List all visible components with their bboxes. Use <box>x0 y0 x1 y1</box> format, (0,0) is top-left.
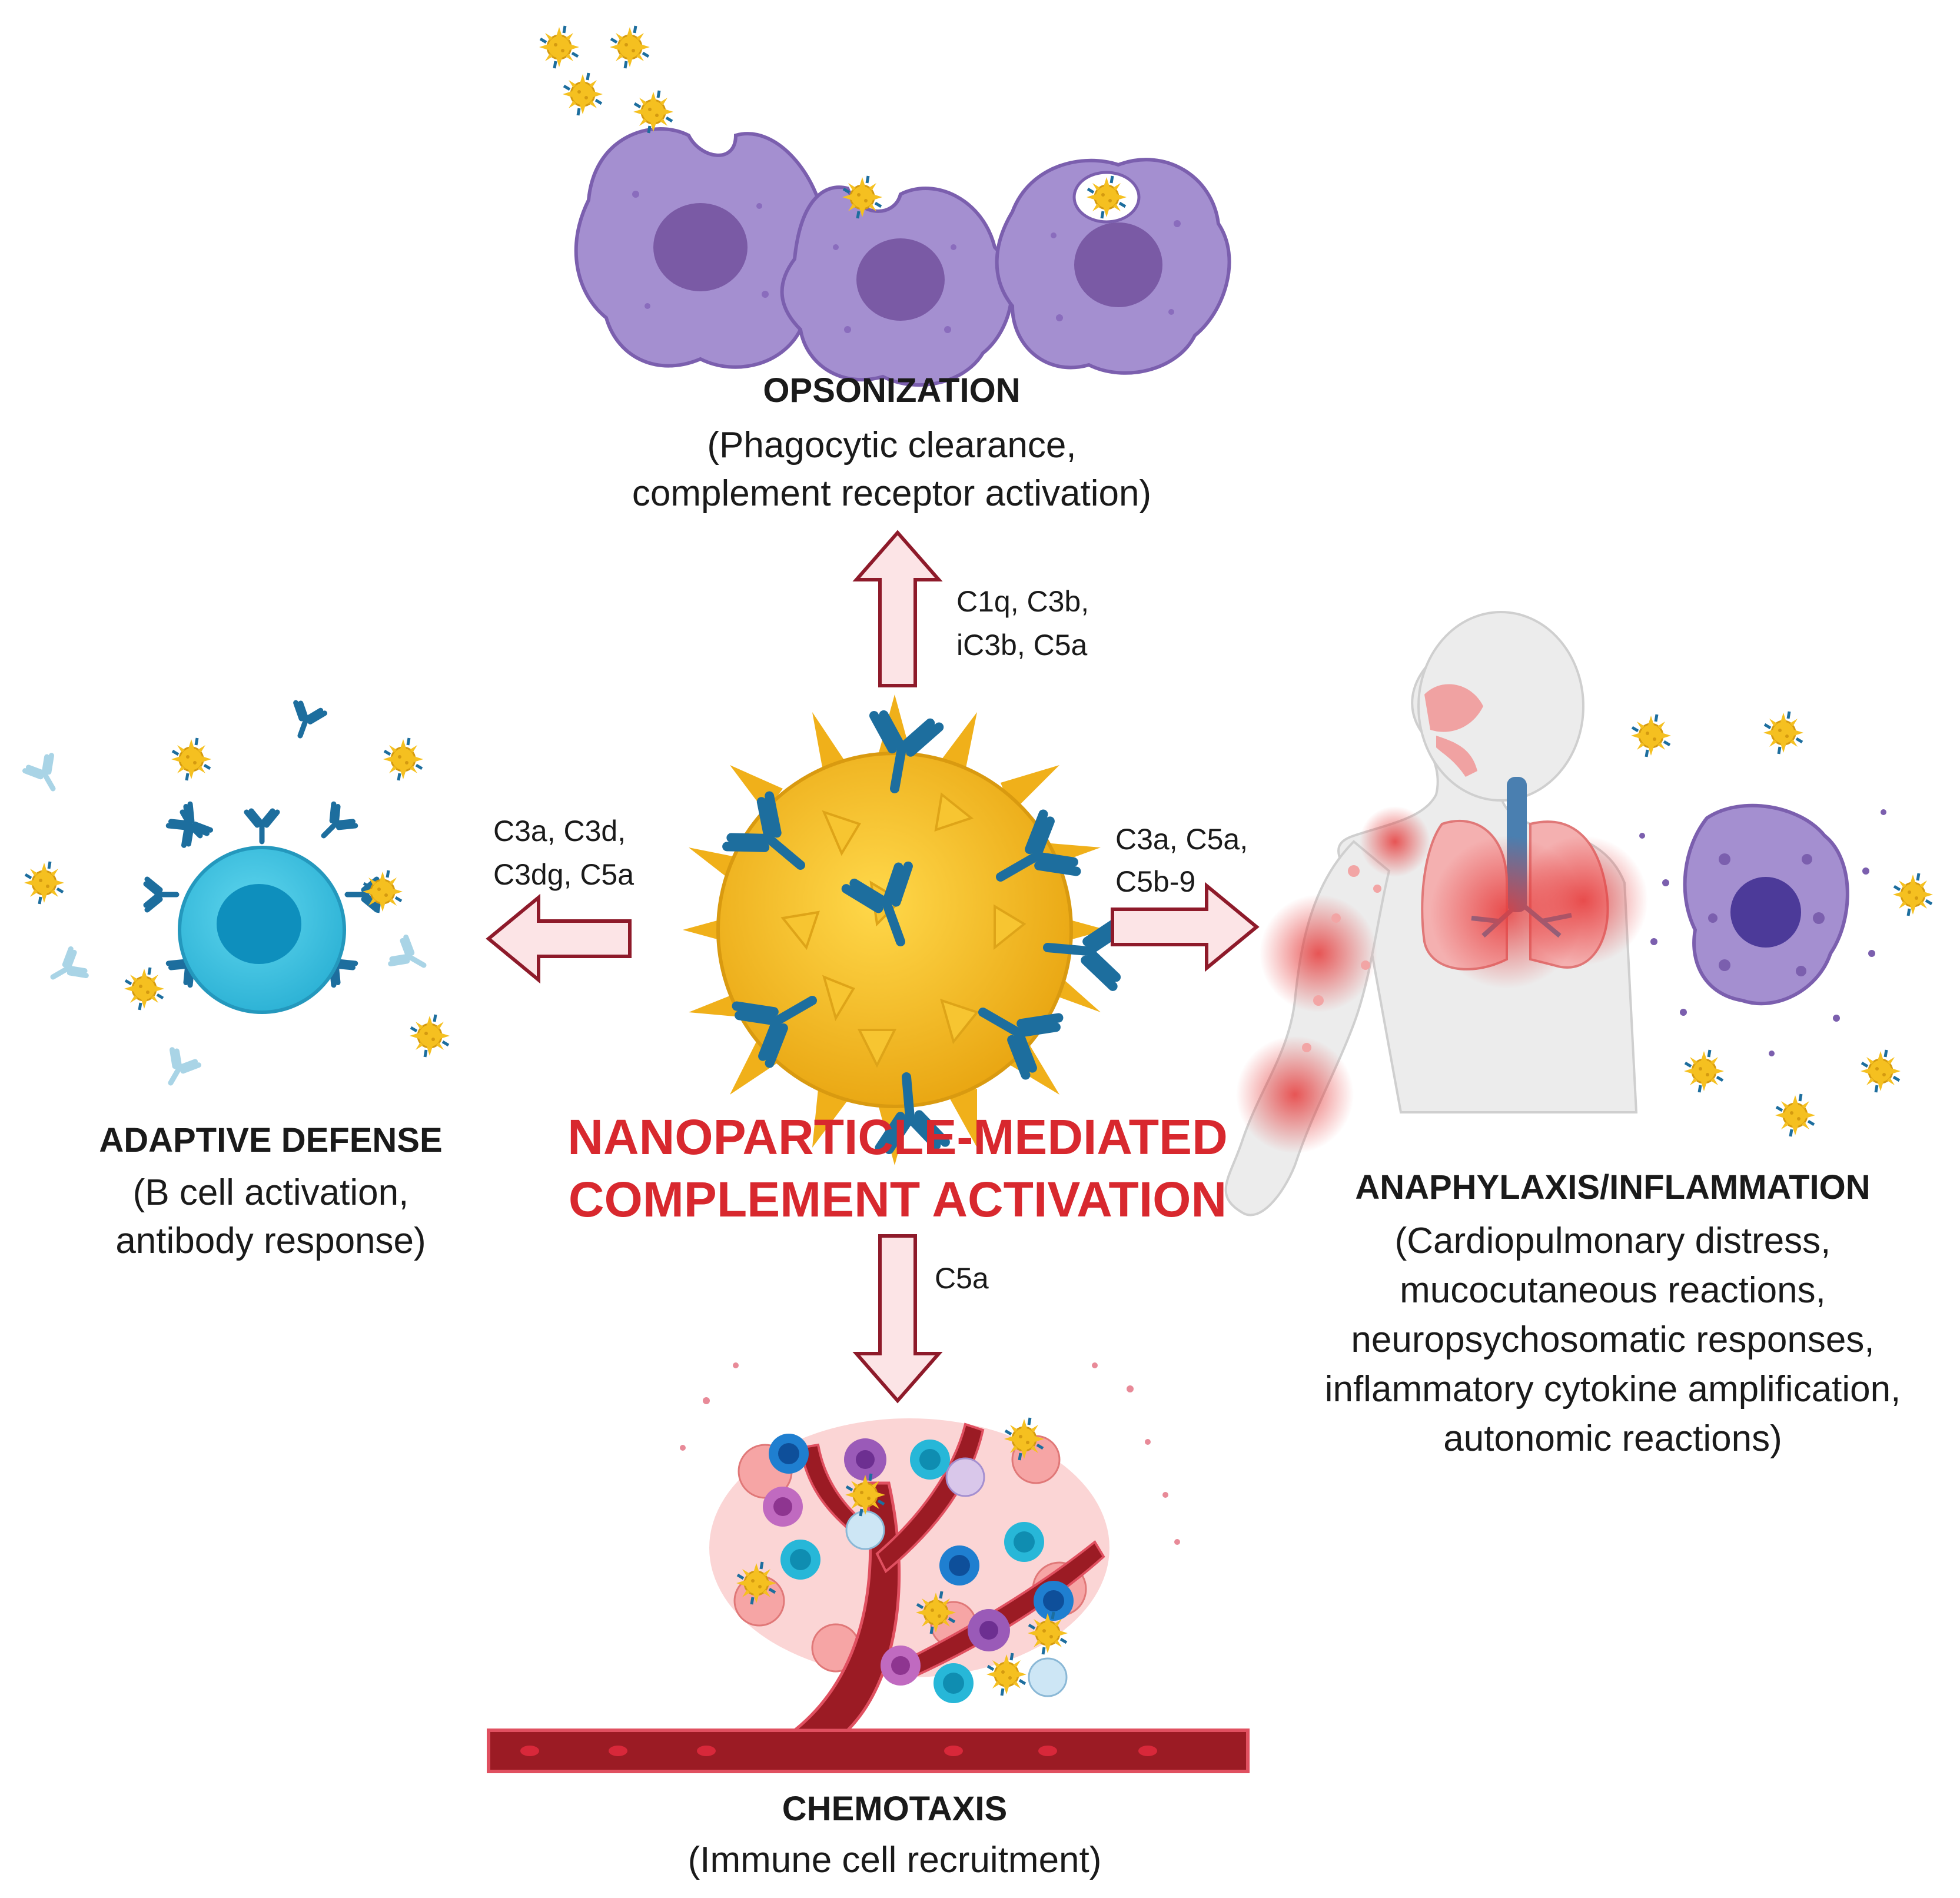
opsonization-arrow-label-line1: C1q, C3b, <box>956 585 1089 618</box>
opsonization-heading: OPSONIZATION <box>763 371 1021 410</box>
arrow-left <box>486 893 632 984</box>
opsonization-illustration <box>539 26 1231 387</box>
nanoparticle <box>683 694 1121 1165</box>
anaphylaxis-desc-line1: (Cardiopulmonary distress, <box>1394 1221 1831 1261</box>
adaptive-desc-line1: (B cell activation, <box>132 1172 409 1213</box>
adaptive-arrow-label-line1: C3a, C3d, <box>493 815 626 847</box>
anaphylaxis-arrow-label-line2: C5b-9 <box>1115 865 1196 898</box>
adaptive-desc-line2: antibody response) <box>115 1221 426 1261</box>
chemotaxis-illustration <box>487 1362 1250 1773</box>
chemotaxis-arrow-label: C5a <box>935 1262 989 1295</box>
anaphylaxis-heading: ANAPHYLAXIS/INFLAMMATION <box>1355 1168 1871 1206</box>
opsonization-arrow-label-line2: iC3b, C5a <box>956 629 1088 662</box>
blood-vessel-main <box>487 1729 1250 1773</box>
anaphylaxis-desc-line4: inflammatory cytokine amplification, <box>1324 1369 1901 1410</box>
chemotaxis-desc-line1: (Immune cell recruitment) <box>687 1840 1102 1880</box>
anaphylaxis-desc-line5: autonomic reactions) <box>1443 1418 1782 1459</box>
center-title-line2: COMPLEMENT ACTIVATION <box>568 1172 1227 1227</box>
anaphylaxis-desc-line2: mucocutaneous reactions, <box>1400 1270 1826 1311</box>
chemotaxis-heading: CHEMOTAXIS <box>782 1790 1008 1828</box>
adaptive-arrow-label-line2: C3dg, C5a <box>493 858 634 891</box>
arrow-up <box>852 530 943 687</box>
arrow-right <box>1111 882 1260 972</box>
opsonization-desc-line2: complement receptor activation) <box>632 473 1152 514</box>
anaphylaxis-desc-line3: neuropsychosomatic responses, <box>1351 1319 1875 1360</box>
opsonization-desc-line1: (Phagocytic clearance, <box>707 425 1077 466</box>
adaptive-illustration <box>24 702 450 1091</box>
anaphylaxis-arrow-label-line1: C3a, C5a, <box>1115 823 1248 856</box>
arrows <box>486 530 1260 1404</box>
adaptive-heading: ADAPTIVE DEFENSE <box>99 1121 443 1159</box>
arrow-down <box>852 1234 943 1404</box>
center-title-line1: NANOPARTICLE-MEDIATED <box>567 1109 1228 1165</box>
anaphylaxis-illustration <box>1224 611 1933 1216</box>
